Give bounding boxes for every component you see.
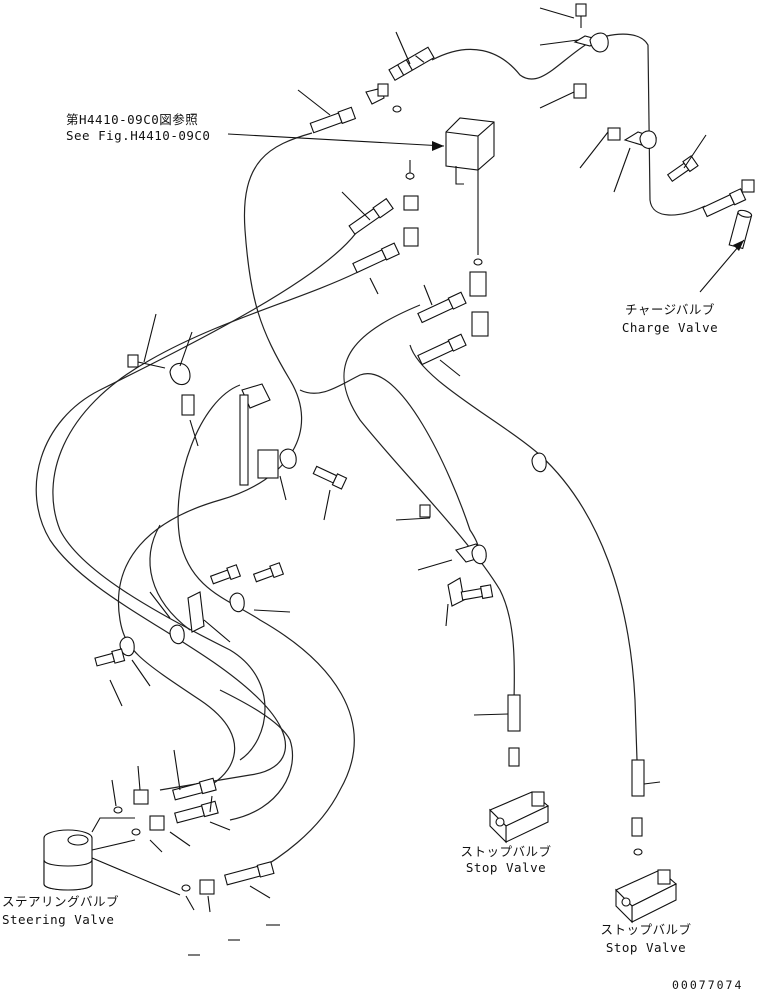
steering-valve-body <box>43 829 93 891</box>
steering-valve-label-jp: ステアリングバルブ <box>2 894 120 909</box>
fittings <box>43 3 755 924</box>
charge-valve-label-en: Charge Valve <box>621 320 719 335</box>
charge-valve-label-jp: チャージバルブ <box>625 302 715 317</box>
drawing-number: 00077074 <box>672 978 744 992</box>
leader-lines <box>109 7 745 956</box>
fig-reference-jp: 第H4410-09C0図参照 <box>66 112 199 127</box>
stop-valve-2-label-en: Stop Valve <box>605 940 687 955</box>
reference-box <box>445 117 495 185</box>
fig-reference-en: See Fig.H4410-09C0 <box>66 128 211 143</box>
hose-lines <box>35 33 706 896</box>
steering-valve-label-en: Steering Valve <box>2 912 115 927</box>
stop-valve-label-jp: ストップバルブ <box>460 844 552 859</box>
stop-valve-label-en: Stop Valve <box>465 860 547 875</box>
stop-valve-2-label-jp: ストップバルブ <box>600 922 692 937</box>
